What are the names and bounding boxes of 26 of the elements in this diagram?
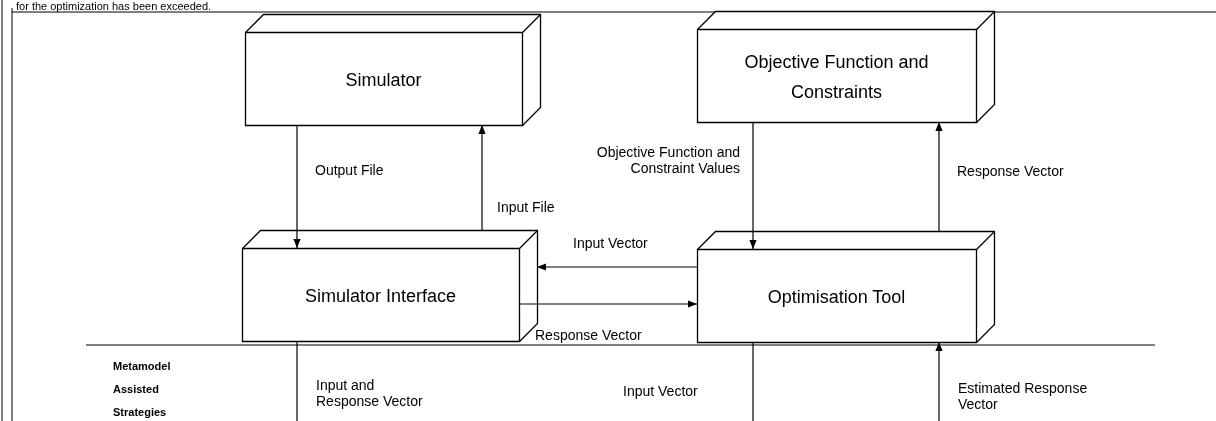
edge-label: Response Vector bbox=[535, 327, 642, 343]
edge-label: Input Vector bbox=[573, 235, 648, 251]
arrow bbox=[935, 341, 943, 421]
edge-label: Input File bbox=[497, 199, 555, 215]
edge-label: Response Vector bbox=[957, 163, 1064, 179]
caption-text: for the optimization has been exceeded. bbox=[16, 0, 212, 12]
edge-label: Input and Response Vector bbox=[316, 377, 424, 409]
box-label: Simulator bbox=[344, 68, 423, 92]
process-box bbox=[697, 11, 995, 123]
arrow bbox=[935, 121, 943, 232]
box-label: Optimisation Tool bbox=[766, 285, 907, 309]
box-label: Simulator Interface bbox=[303, 284, 458, 308]
edge-label: Input Vector bbox=[623, 383, 698, 399]
arrow bbox=[536, 263, 698, 271]
process-box bbox=[245, 14, 541, 126]
arrow bbox=[478, 124, 486, 231]
edge-label: Output File bbox=[315, 162, 384, 178]
edge-label: Estimated Response Vector bbox=[958, 380, 1089, 412]
edge-label: Objective Function and Constraint Values bbox=[595, 144, 740, 176]
arrow bbox=[293, 124, 301, 249]
section-label: Metamodel Assisted Strategies bbox=[113, 359, 172, 420]
process-box bbox=[242, 230, 538, 342]
box-label: Objective Function and Constraints bbox=[743, 50, 930, 104]
process-box bbox=[697, 231, 995, 343]
arrow bbox=[518, 300, 698, 308]
arrow bbox=[749, 121, 757, 250]
